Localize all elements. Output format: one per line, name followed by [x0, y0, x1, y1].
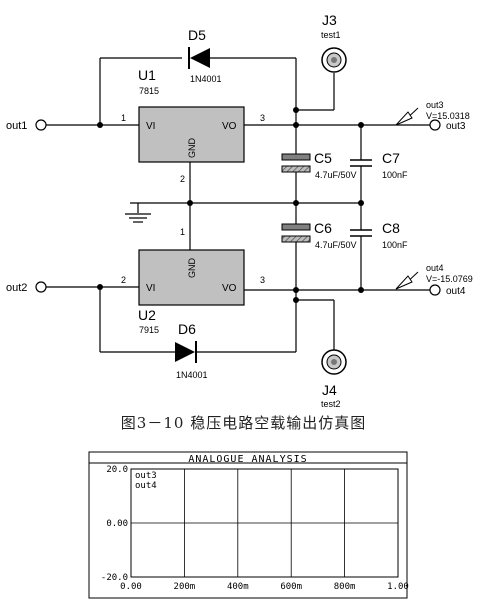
u2-pin2: 2 — [121, 275, 126, 285]
u2-pin3: 3 — [260, 275, 265, 285]
u1-pin-vi: VI — [146, 121, 155, 132]
c8-ref: C8 — [382, 220, 400, 236]
j4-name: test2 — [321, 399, 341, 409]
u2-pin1: 1 — [180, 227, 185, 237]
out4-terminal[interactable] — [429, 284, 441, 296]
u1-regulator[interactable] — [138, 106, 245, 163]
u1-ref: U1 — [138, 67, 156, 83]
probe-out3-icon[interactable] — [395, 107, 419, 126]
out2-label: out2 — [6, 282, 27, 294]
regulator-schematic: out1 out2 out3 out4 VI VO GND 1 3 2 U1 7… — [6, 12, 473, 409]
d6-diode[interactable] — [175, 341, 197, 363]
u2-pin-vo: VO — [222, 283, 237, 294]
c6-ref: C6 — [314, 220, 332, 236]
out1-label: out1 — [6, 120, 27, 132]
c7-value: 100nF — [382, 170, 408, 180]
j3-testpoint[interactable] — [321, 47, 347, 73]
x-tick-label: 600m — [280, 582, 302, 592]
probe-out4-icon[interactable] — [395, 271, 419, 290]
x-tick-label: 400m — [227, 582, 249, 592]
legend-entry-out4: out4 — [135, 481, 157, 491]
out3-terminal[interactable] — [429, 119, 441, 131]
d6-ref: D6 — [178, 321, 196, 337]
x-tick-label: 1.00 — [387, 582, 409, 592]
probe-out4-reading: V=-15.0769 — [426, 274, 473, 284]
u2-pin-vi: VI — [146, 283, 155, 294]
c7-ref: C7 — [382, 150, 400, 166]
d5-part: 1N4001 — [190, 74, 222, 84]
u2-ref: U2 — [138, 307, 156, 323]
chart-frame — [88, 451, 408, 599]
c5-ref: C5 — [314, 150, 332, 166]
x-tick-label: 200m — [174, 582, 196, 592]
c5-value: 4.7uF/50V — [315, 170, 357, 180]
u1-pin-gnd: GND — [187, 138, 197, 159]
u1-pin1: 1 — [121, 113, 126, 123]
c5-capacitor[interactable] — [281, 153, 311, 173]
x-tick-label: 800m — [334, 582, 356, 592]
probe-out3-net: out3 — [426, 100, 444, 110]
x-tick-label: 0.00 — [120, 582, 142, 592]
analogue-analysis-chart: ANALOGUE ANALYSIS 0.00 200m 400m 600m 800m 1.… — [88, 451, 409, 599]
d5-diode[interactable] — [188, 47, 210, 69]
out3-terminal-label: out3 — [446, 121, 466, 132]
j3-ref: J3 — [322, 12, 337, 28]
c7-capacitor[interactable] — [350, 159, 372, 167]
j4-ref: J4 — [322, 382, 337, 398]
y-tick-label: 0.00 — [106, 519, 128, 529]
y-tick-label: -20.0 — [101, 573, 128, 583]
c6-capacitor[interactable] — [281, 223, 311, 243]
c8-value: 100nF — [382, 240, 408, 250]
u2-part: 7915 — [139, 325, 159, 335]
j3-name: test1 — [321, 30, 341, 40]
out1-terminal[interactable] — [35, 119, 47, 131]
out4-terminal-label: out4 — [446, 286, 466, 297]
d6-part: 1N4001 — [176, 370, 208, 380]
u1-pin2: 2 — [180, 174, 185, 184]
legend-entry-out3: out3 — [135, 471, 157, 481]
figure-caption: 图3－10 稳压电路空载输出仿真图 — [120, 414, 367, 432]
u1-part: 7815 — [139, 86, 159, 96]
u2-regulator[interactable] — [138, 249, 245, 306]
c8-capacitor[interactable] — [350, 229, 372, 237]
wires — [46, 57, 430, 353]
u1-pin3: 3 — [260, 113, 265, 123]
junction-dots — [97, 107, 364, 303]
j4-testpoint[interactable] — [321, 349, 347, 375]
probe-out4-net: out4 — [426, 263, 444, 273]
out2-terminal[interactable] — [35, 281, 47, 293]
ground-symbol — [125, 213, 151, 223]
y-tick-label: 20.0 — [106, 465, 128, 475]
chart-title: ANALOGUE ANALYSIS — [188, 454, 307, 465]
u2-pin-gnd: GND — [187, 258, 197, 279]
u1-pin-vo: VO — [222, 121, 237, 132]
probe-out3-reading: V=15.0318 — [426, 111, 470, 121]
d5-ref: D5 — [188, 27, 206, 43]
c6-value: 4.7uF/50V — [315, 240, 357, 250]
